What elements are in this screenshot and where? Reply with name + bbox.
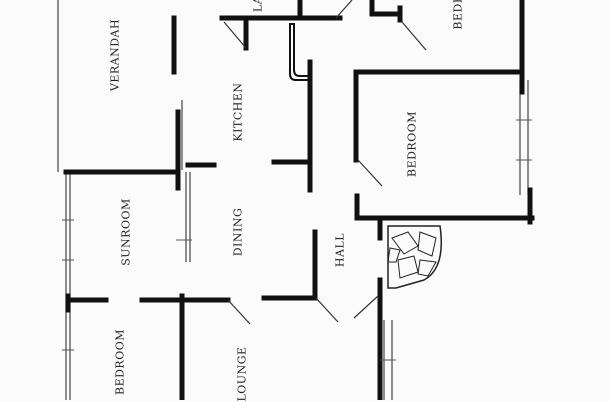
- room-label-kitchen: KITCHEN: [231, 82, 245, 142]
- room-label-dining: DINING: [231, 207, 245, 257]
- bedroom-door: [357, 159, 383, 187]
- room-label-bedroom-middle: BEDROOM: [405, 110, 419, 178]
- room-label-hall: HALL: [333, 232, 347, 268]
- hall-door: [315, 297, 339, 323]
- top-bedroom-door: [401, 21, 427, 51]
- paved-courtyard: [387, 225, 442, 289]
- room-label-laundry: LA: [251, 0, 265, 13]
- room-label-bedroom-top-right: BEDR: [451, 0, 465, 30]
- door-swings: [223, 0, 427, 325]
- room-label-lounge: LOUNGE: [235, 346, 249, 402]
- walls-thin: [57, 0, 529, 400]
- room-label-bedroom-bottom-left: BEDROOM: [113, 328, 127, 396]
- room-label-verandah: VERANDAH: [108, 18, 122, 92]
- window-ticks: [62, 119, 532, 361]
- lounge-door: [227, 299, 251, 325]
- room-label-sunroom: SUNROOM: [119, 198, 133, 266]
- walls-thick: [63, 0, 535, 400]
- laundry-door: [223, 21, 247, 49]
- kitchen-bench: [289, 23, 311, 81]
